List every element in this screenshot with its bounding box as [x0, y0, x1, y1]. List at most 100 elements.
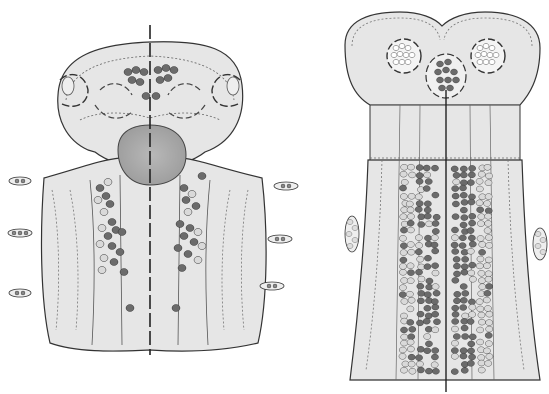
cell — [486, 326, 493, 332]
cell — [424, 255, 431, 261]
cell — [432, 248, 439, 254]
cell — [432, 228, 439, 234]
cell — [417, 367, 424, 373]
cell — [432, 220, 439, 226]
cell — [485, 180, 492, 186]
cell — [416, 173, 423, 179]
cell — [407, 227, 414, 233]
cell — [467, 180, 474, 186]
cell — [451, 227, 458, 233]
cell — [423, 186, 430, 192]
cell — [407, 241, 414, 247]
cell — [485, 220, 492, 226]
cell — [432, 270, 439, 276]
cell — [476, 186, 483, 192]
cell — [468, 341, 475, 347]
cell — [432, 304, 439, 310]
cell — [478, 270, 485, 276]
cell — [477, 327, 484, 333]
cell — [424, 172, 431, 178]
cell — [431, 354, 438, 360]
left-ear-right — [227, 77, 239, 95]
cell — [485, 271, 492, 277]
cell — [468, 199, 475, 205]
cell — [451, 340, 458, 346]
cell — [484, 305, 491, 311]
cell — [484, 164, 491, 170]
cell — [451, 369, 458, 375]
cell — [426, 278, 433, 284]
cell — [407, 213, 414, 219]
cell — [461, 199, 468, 205]
cell — [417, 346, 424, 352]
cell — [468, 172, 475, 178]
cell — [459, 185, 466, 191]
cell — [433, 290, 440, 296]
cell — [477, 235, 484, 241]
cell — [407, 164, 414, 170]
cell — [416, 361, 423, 367]
cell — [452, 277, 459, 283]
cell — [460, 353, 467, 359]
cell — [418, 290, 425, 296]
cell — [453, 263, 460, 269]
cell — [460, 172, 467, 178]
cell — [461, 215, 468, 221]
cell — [462, 290, 469, 296]
cell — [416, 320, 423, 326]
cell — [407, 278, 414, 284]
right-neck-outline — [370, 105, 520, 160]
cell — [461, 264, 468, 270]
cell — [407, 220, 414, 226]
left-panel — [8, 25, 298, 355]
cell — [417, 256, 424, 262]
cell — [423, 165, 430, 171]
cell — [461, 367, 468, 373]
cell — [460, 284, 467, 290]
cell — [424, 264, 431, 270]
cell — [407, 263, 414, 269]
cell — [468, 354, 475, 360]
cell — [433, 319, 440, 325]
cell — [432, 192, 439, 198]
cell — [400, 171, 407, 177]
cell — [399, 269, 406, 275]
cell — [486, 320, 493, 326]
cell — [469, 241, 476, 247]
cell — [451, 348, 458, 354]
cell — [485, 235, 492, 241]
cell — [409, 326, 416, 332]
cell — [425, 341, 432, 347]
cell — [409, 172, 416, 178]
cell — [476, 263, 483, 269]
cell — [407, 319, 414, 325]
cell — [452, 193, 459, 199]
cell — [461, 269, 468, 275]
cell — [478, 367, 485, 373]
cell — [485, 213, 492, 219]
cell — [408, 193, 415, 199]
cell — [425, 368, 432, 374]
cell — [461, 325, 468, 331]
cell — [424, 292, 431, 298]
cell — [452, 201, 459, 207]
cell — [399, 347, 406, 353]
cell — [424, 305, 431, 311]
cell — [432, 368, 439, 374]
cell — [425, 313, 432, 319]
cell — [478, 214, 485, 220]
cell — [425, 221, 432, 227]
cell — [401, 164, 408, 170]
cell — [432, 263, 439, 269]
cell — [418, 222, 425, 228]
cell — [452, 318, 459, 324]
cell — [401, 334, 408, 340]
cell — [400, 367, 407, 373]
cell — [417, 283, 424, 289]
cell — [476, 200, 483, 206]
cell — [459, 235, 466, 241]
cell — [408, 354, 415, 360]
cell — [478, 355, 485, 361]
cell — [467, 319, 474, 325]
cell — [485, 173, 492, 179]
